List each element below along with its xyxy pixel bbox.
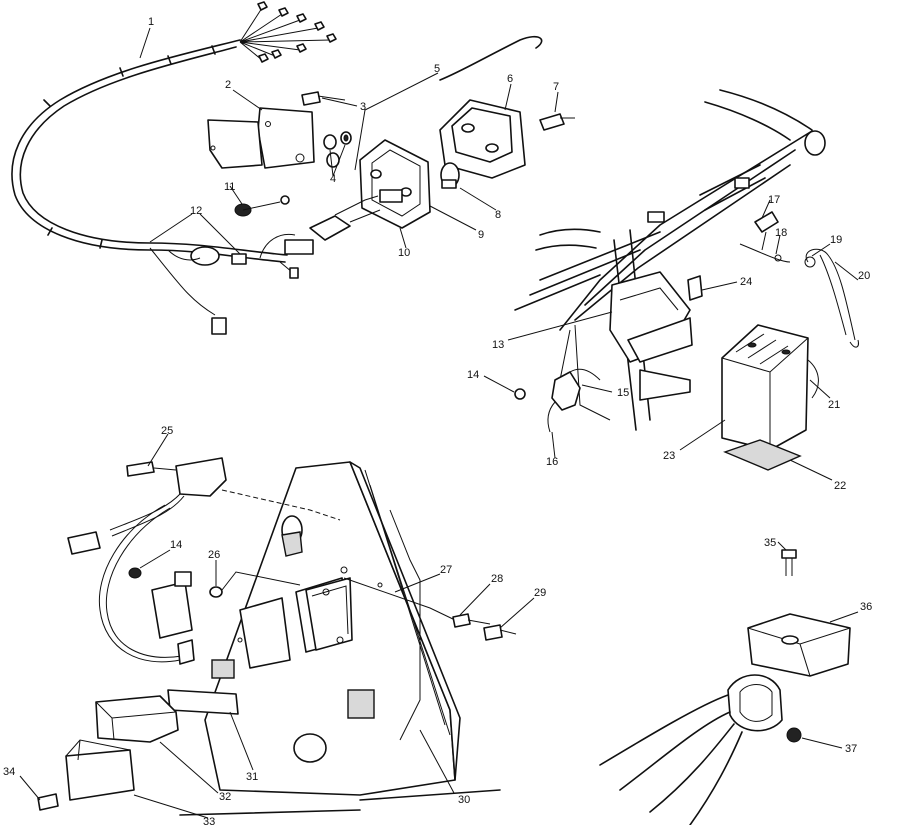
callout-9: 9 (478, 229, 484, 241)
battery-cables (739, 211, 859, 348)
ignition-coil (98, 504, 301, 665)
callout-15: 15 (617, 387, 629, 399)
callout-36: 36 (860, 601, 872, 613)
callout-10: 10 (398, 247, 410, 259)
callout-26: 26 (208, 549, 220, 561)
connector-assembly (599, 549, 851, 825)
callout-12: 12 (190, 205, 202, 217)
callout-6: 6 (507, 73, 513, 85)
callout-14-bottom: 14 (170, 539, 182, 551)
callout-25: 25 (161, 425, 173, 437)
callout-5: 5 (434, 63, 440, 75)
callout-28: 28 (491, 573, 503, 585)
callout-22: 22 (834, 480, 846, 492)
callout-21: 21 (828, 399, 840, 411)
callout-24: 24 (740, 276, 752, 288)
callout-19: 19 (830, 234, 842, 246)
callout-23: 23 (663, 450, 675, 462)
relay-bracket (514, 368, 601, 433)
callout-29: 29 (534, 587, 546, 599)
callout-14-top: 14 (467, 369, 479, 381)
callout-32: 32 (219, 791, 231, 803)
taillight-assembly (309, 35, 575, 241)
callout-27: 27 (440, 564, 452, 576)
callout-8: 8 (495, 209, 501, 221)
callout-33: 33 (203, 816, 215, 825)
callout-4: 4 (330, 173, 336, 185)
callout-16: 16 (546, 456, 558, 468)
nuts-4 (323, 131, 352, 168)
bracket-plate (207, 107, 315, 169)
cdi-box (305, 577, 517, 651)
callout-18: 18 (775, 227, 787, 239)
callout-31: 31 (246, 771, 258, 783)
wiring-harness (11, 1, 337, 335)
callout-1: 1 (148, 16, 154, 28)
callout-13: 13 (492, 339, 504, 351)
callout-11: 11 (224, 181, 235, 193)
callout-2: 2 (225, 79, 231, 91)
callout-37: 37 (845, 743, 857, 755)
frame (514, 89, 826, 431)
callout-20: 20 (858, 270, 870, 282)
callout-7: 7 (553, 81, 559, 93)
callout-34: 34 (3, 766, 15, 778)
module-box (37, 689, 239, 811)
leader-lines (19, 27, 859, 819)
callout-35: 35 (764, 537, 776, 549)
callout-3: 3 (360, 101, 366, 113)
callout-17: 17 (768, 194, 780, 206)
battery (721, 324, 819, 471)
screw-3 (301, 91, 346, 106)
callout-30: 30 (458, 794, 470, 806)
callout-labels: 1 2 3 4 5 6 7 8 9 10 11 12 13 14 15 16 1… (3, 16, 872, 825)
